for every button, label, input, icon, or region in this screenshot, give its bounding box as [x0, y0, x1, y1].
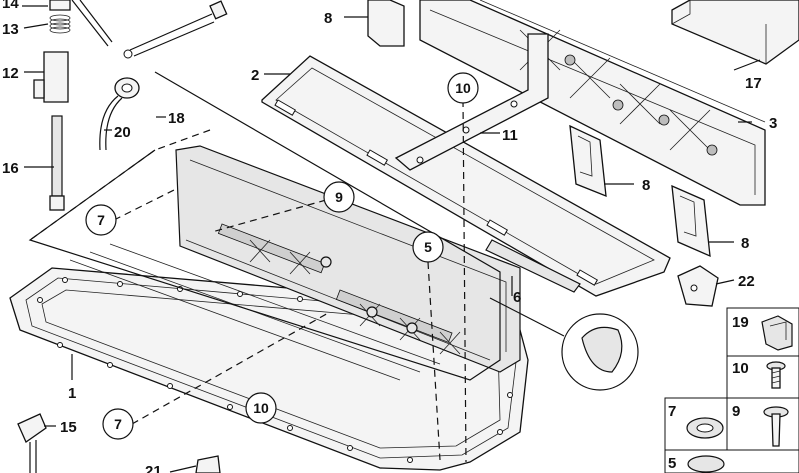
svg-text:10: 10: [455, 80, 471, 96]
bracket-part-8b: [569, 124, 607, 198]
legend-cell-9: 9: [726, 397, 799, 451]
handle-part-15: [17, 413, 47, 473]
legend-cell-7: 7: [664, 397, 728, 451]
small-parts-legend: 19 10 7 9 5: [664, 307, 799, 473]
bracket-part-11: [394, 33, 549, 171]
legend-label-9: 9: [732, 403, 740, 420]
legend-label-10: 10: [732, 360, 749, 377]
dashed-9: [211, 199, 327, 233]
leader-lines: [22, 5, 761, 473]
label-21: 21: [145, 463, 162, 473]
cylinder-part-21: [195, 455, 221, 473]
label-14: 14: [2, 0, 19, 12]
svg-text:10: 10: [253, 400, 269, 416]
dashed-7a: [113, 187, 179, 221]
label-20: 20: [114, 124, 131, 141]
frame-assembly: [69, 145, 521, 381]
callout-10-top: 10: [447, 72, 479, 104]
label-1: 1: [68, 385, 76, 402]
svg-text:5: 5: [424, 239, 432, 255]
callout-7-upper: 7: [85, 204, 117, 236]
callout-10-bottom: 10: [245, 392, 277, 424]
dashed-10-vertical: [462, 99, 467, 463]
part-labels: 14 13 12 16 20 18 2 8 11 17 3 8 8 22 6 1…: [2, 0, 777, 473]
legend-cell-5: 5: [664, 449, 799, 473]
label-15: 15: [60, 419, 77, 436]
label-18: 18: [168, 110, 185, 127]
cover-part-2: [261, 55, 671, 297]
bracket-part-8c: [671, 184, 711, 258]
legend-label-7: 7: [668, 403, 676, 420]
clip-part-22: [677, 265, 719, 307]
label-3: 3: [769, 115, 777, 132]
label-11: 11: [502, 127, 518, 144]
legend-label-19: 19: [732, 314, 749, 331]
label-2: 2: [251, 67, 259, 84]
callout-7-lower: 7: [102, 408, 134, 440]
dashed-outline-18: [29, 129, 211, 241]
strip-part-6: [485, 239, 581, 293]
svg-text:7: 7: [114, 416, 122, 432]
svg-text:9: 9: [335, 189, 343, 205]
legend-cell-19: 19: [726, 307, 799, 357]
legend-label-5: 5: [668, 455, 676, 472]
label-8c: 8: [741, 235, 749, 252]
dashed-5-vertical: [427, 261, 441, 461]
label-6: 6: [513, 289, 521, 306]
parts-left-column: [33, 0, 228, 211]
callout-9: 9: [323, 181, 355, 213]
callout-5: 5: [412, 231, 444, 263]
bracket-part-8a: [367, 0, 405, 47]
legend-cell-10: 10: [726, 355, 799, 399]
label-8b: 8: [642, 177, 650, 194]
dashed-7b: [131, 311, 331, 425]
rail-part-3: [419, 0, 766, 206]
label-17: 17: [745, 75, 762, 92]
box-part-17: [671, 0, 799, 65]
label-13: 13: [2, 21, 19, 38]
svg-text:7: 7: [97, 212, 105, 228]
label-12: 12: [2, 65, 19, 82]
label-8a: 8: [324, 10, 332, 27]
detail-magnifier: [489, 297, 639, 391]
label-16: 16: [2, 160, 19, 177]
label-22: 22: [738, 273, 755, 290]
